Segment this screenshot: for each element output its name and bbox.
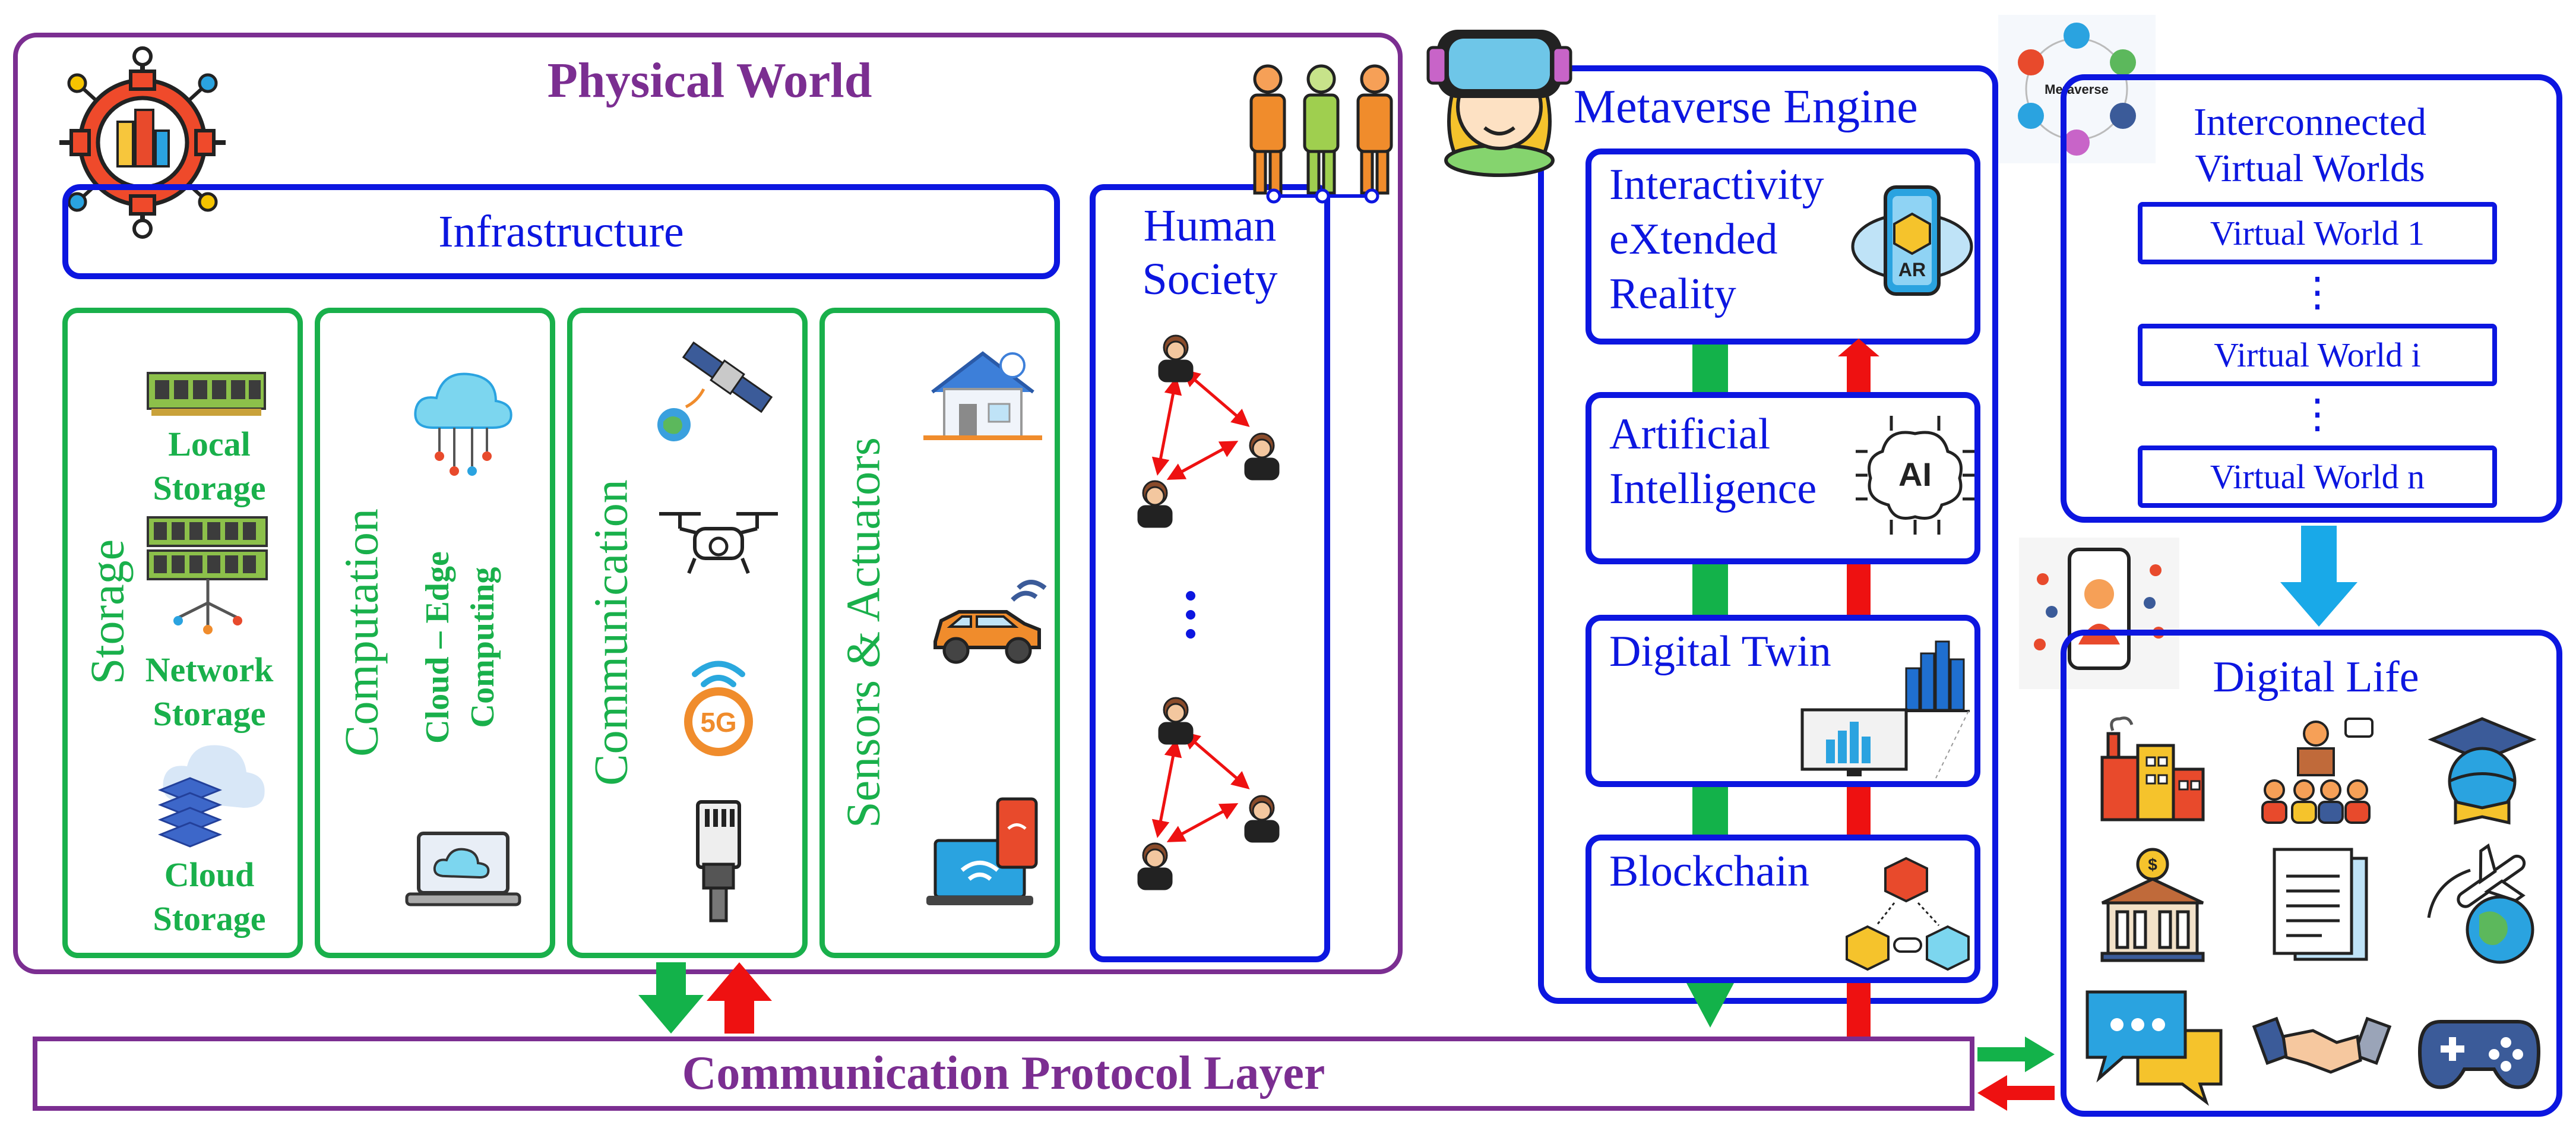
infrastructure-box: Infrastructure (62, 184, 1060, 279)
virtual-world-i: Virtual World i (2138, 324, 2497, 386)
metaverse-logo: Metaverse (1998, 15, 2156, 163)
bank-icon: $ (2096, 846, 2209, 962)
human-crowd-icon (1238, 62, 1404, 205)
drone-icon (653, 502, 784, 579)
physical-world-title: Physical World (547, 52, 872, 108)
cloud-network-icon (410, 362, 517, 481)
infrastructure-label: Infrastructure (438, 206, 684, 257)
social-network-graph (1116, 324, 1306, 918)
satellite-icon (656, 330, 784, 443)
metaverse-engine-title: Metaverse Engine (1574, 81, 1918, 133)
virtual-worlds-title: Interconnected Virtual Worlds (2193, 100, 2427, 190)
computation-column (315, 308, 555, 958)
sensors-actuators-column (819, 308, 1060, 958)
arrow-left-red-digital-life (1977, 1075, 2055, 1111)
ai-text: AI (1898, 456, 1932, 493)
ethernet-cable-icon (692, 796, 745, 922)
arrow-down-green-physical (638, 962, 704, 1034)
module-xr (1586, 148, 1980, 345)
memory-chip-icon (145, 367, 267, 421)
engine-red-arrow-lane (1838, 339, 1879, 1037)
engine-green-arrow-lane (1686, 345, 1734, 1028)
communication-column (567, 308, 808, 958)
protocol-layer-label: Communication Protocol Layer (682, 1047, 1325, 1099)
cloud-storage-icon (148, 737, 267, 849)
handshake-icon (2252, 1016, 2392, 1081)
computation-label: Computation (336, 508, 388, 757)
svg-text:$: $ (2148, 855, 2157, 874)
protocol-layer-box (33, 1037, 1974, 1111)
digital-life-phone-icon (2019, 538, 2179, 689)
storage-label: Storage (81, 539, 134, 685)
human-society-label: Human Society (1142, 201, 1278, 304)
ai-brain-icon: AI (1856, 416, 1974, 535)
network-storage-icon (145, 514, 270, 642)
5g-text: 5G (700, 707, 736, 738)
metaverse-engine-panel (1538, 65, 1998, 1004)
cloud-edge-computing-label: Cloud – Edge Computing (419, 551, 501, 744)
smart-car-icon (923, 570, 1048, 671)
cloud-storage-label: Cloud Storage (153, 855, 266, 938)
laptop-cloud-icon (404, 829, 523, 909)
gear-city-icon (48, 45, 238, 241)
virtual-world-n: Virtual World n (2138, 445, 2497, 508)
ar-text: AR (1898, 259, 1926, 280)
physical-world-panel (13, 33, 1403, 974)
module-ai-label: Artificial Intelligence (1609, 410, 1817, 513)
5g-icon: 5G (674, 647, 763, 760)
education-globe-icon (2426, 713, 2539, 826)
arrow-right-green-digital-life (1977, 1037, 2055, 1072)
human-society-box (1090, 184, 1330, 962)
virtual-world-1: Virtual World 1 (2138, 202, 2497, 264)
virtual-worlds-panel (2061, 74, 2562, 523)
arrow-down-cyan (2280, 526, 2357, 627)
blockchain-cubes-icon (1844, 855, 1971, 974)
smart-home-icon (923, 347, 1042, 443)
dots-1: ⋮ (2297, 270, 2338, 315)
vr-user-icon (1419, 18, 1580, 177)
travel-plane-icon (2417, 843, 2545, 965)
gamepad-icon (2417, 1004, 2542, 1093)
module-ai (1586, 392, 1980, 564)
digital-twin-icon (1796, 633, 1974, 779)
lecture-audience-icon (2257, 716, 2375, 826)
network-storage-label: Network Storage (145, 650, 274, 733)
storage-column (62, 308, 303, 958)
local-storage-label: Local Storage (153, 425, 266, 507)
communication-label: Communication (585, 479, 638, 786)
digital-life-panel (2061, 630, 2562, 1117)
chat-bubbles-icon (2081, 989, 2227, 1106)
digital-life-title: Digital Life (2213, 652, 2419, 702)
module-blockchain-label: Blockchain (1609, 847, 1810, 896)
module-digital-twin (1586, 615, 1980, 787)
sensors-actuators-label: Sensors & Actuators (837, 437, 890, 828)
documents-icon (2268, 846, 2372, 962)
ar-glasses-icon: AR (1850, 181, 1974, 300)
module-digital-twin-label: Digital Twin (1609, 627, 1831, 676)
factory-icon (2096, 716, 2209, 826)
laptop-phone-wifi-icon (926, 796, 1045, 909)
module-xr-label: Interactivity eXtended Reality (1609, 160, 1824, 318)
module-blockchain (1586, 835, 1980, 983)
dots-2: ⋮ (2297, 391, 2338, 437)
arrow-up-red-physical (707, 962, 772, 1034)
